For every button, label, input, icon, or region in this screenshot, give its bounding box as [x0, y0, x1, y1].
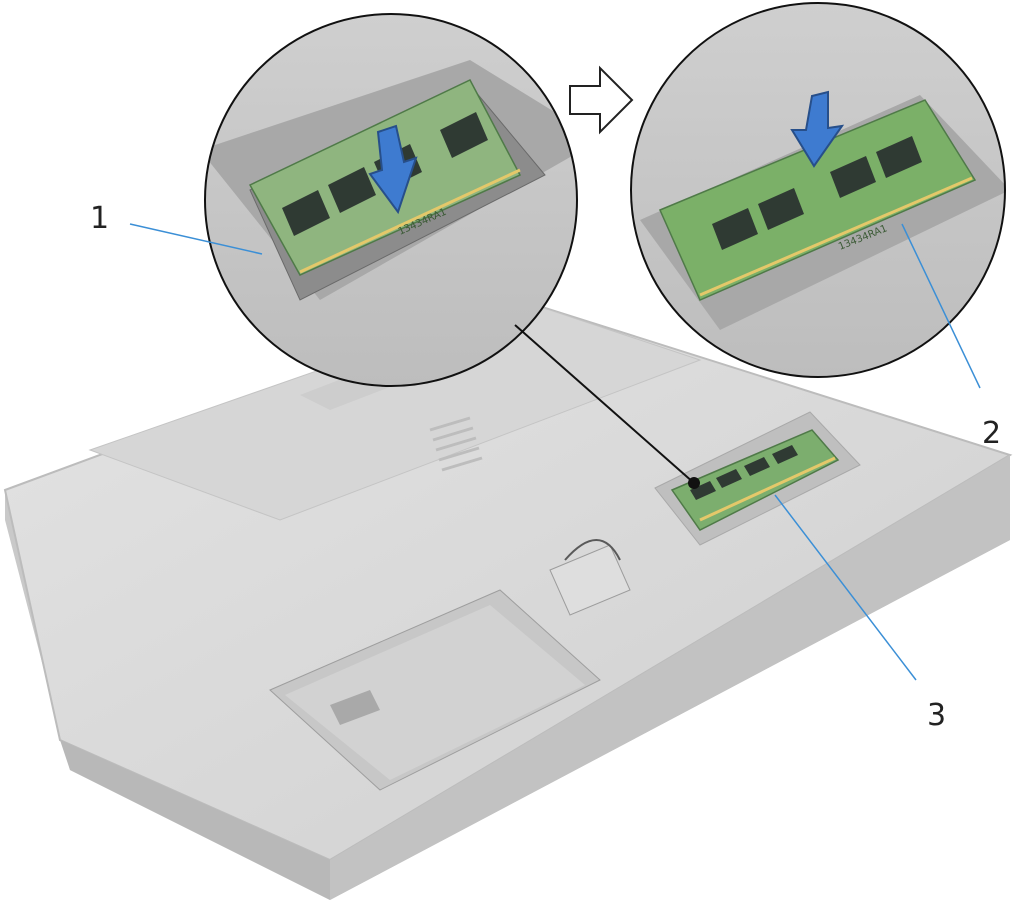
memory-module: [670, 429, 840, 531]
next-step-arrow-icon: [569, 65, 634, 135]
callout-line-1: [129, 223, 263, 255]
zoom-detail-before: 13434RA1: [204, 13, 578, 387]
callout-2: 2: [982, 416, 1001, 451]
zoom-connector: [514, 324, 700, 489]
hard-drive: [269, 589, 601, 791]
zoom-detail-after: 13434RA1: [630, 2, 1006, 378]
wireless-card: [549, 539, 631, 616]
press-down-arrow-icon: [368, 124, 418, 215]
press-down-arrow-icon: [790, 90, 845, 168]
callout-line-3: [774, 494, 917, 681]
callout-3: 3: [927, 698, 946, 733]
callout-line-2: [901, 223, 981, 389]
callout-1: 1: [90, 201, 109, 236]
